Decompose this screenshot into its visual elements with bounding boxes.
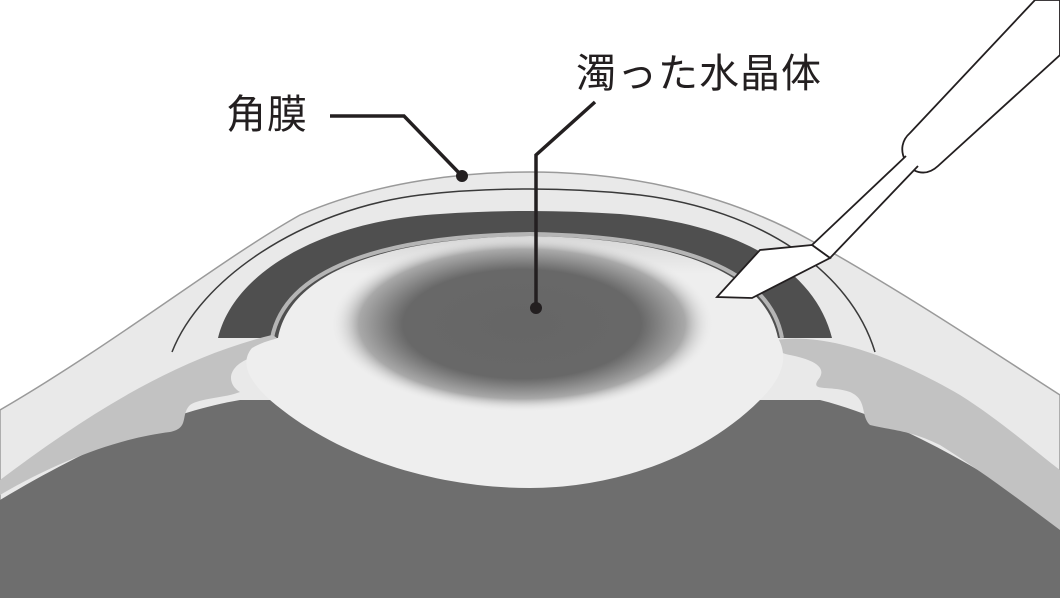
lens-leader-dot xyxy=(530,302,542,314)
cornea-leader xyxy=(330,114,468,182)
cornea-leader-dot xyxy=(456,170,468,182)
label-cornea: 角膜 xyxy=(226,92,308,138)
vitreous-body xyxy=(0,400,1060,598)
instrument-handle xyxy=(901,0,1060,174)
label-cloudy-lens: 濁った水晶体 xyxy=(576,51,822,97)
lens-leader xyxy=(530,100,597,314)
iris-right xyxy=(773,338,1060,530)
iris-left xyxy=(0,335,278,495)
cataract-opacity xyxy=(330,236,714,412)
instrument-shaft xyxy=(810,155,919,260)
surgical-instrument xyxy=(715,0,1060,299)
instrument-tip xyxy=(715,244,832,299)
